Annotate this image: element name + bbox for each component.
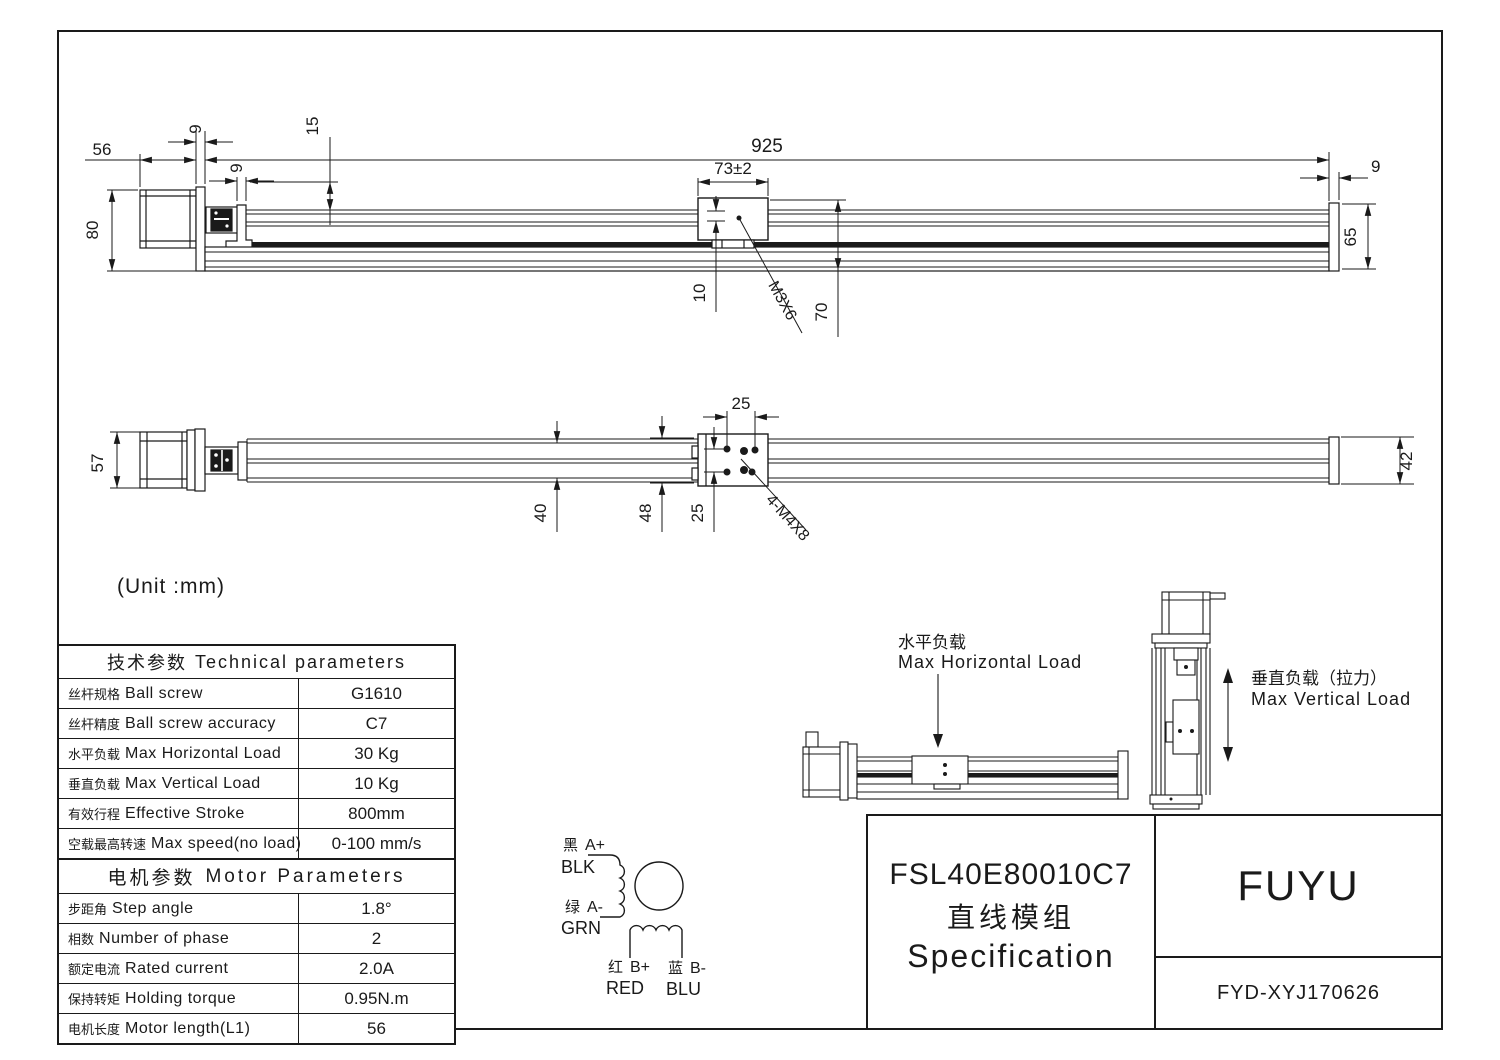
phase-b-coil	[629, 924, 683, 958]
dim-9-plate: 9	[186, 124, 205, 133]
title-block: FSL40E80010C7 直线模组 Specification FUYU FY…	[866, 814, 1443, 1030]
model-number: FSL40E80010C7	[889, 858, 1133, 891]
document-number: FYD-XYJ170626	[1216, 981, 1381, 1004]
end-cap-side	[1328, 202, 1340, 272]
horizontal-load-label-en: Max Horizontal Load	[898, 652, 1082, 672]
dim-42: 42	[1397, 452, 1416, 471]
value-cell: 0-100 mm/s	[331, 833, 422, 853]
value-cell: 2.0A	[359, 958, 394, 978]
wire-a-minus-color: GRN	[561, 918, 601, 938]
dim-57: 57	[88, 454, 107, 473]
brand-name: FUYU	[1156, 816, 1441, 958]
end-cap-plan	[1328, 436, 1340, 485]
wire-a-minus-cn: 绿	[565, 899, 580, 916]
carriage-holes	[723, 445, 759, 476]
wire-b-plus-color: RED	[606, 978, 644, 998]
wiring-diagram: 黑 A+ BLK 绿 A- GRN 红 B+ RED 蓝 B- BLU	[561, 837, 706, 999]
wire-a-plus-cn: 黑	[563, 837, 578, 854]
plan-view	[139, 428, 1340, 492]
document-type: Specification	[907, 938, 1115, 974]
dim-925: 925	[751, 136, 783, 157]
flange-plate-plan	[186, 429, 196, 491]
up-arrow-icon	[1223, 668, 1233, 683]
technical-parameters-header: 技术参数 Technical parameters	[59, 646, 454, 679]
wire-a-minus-terminal: A-	[587, 899, 603, 916]
dim-9-endcap: 9	[1371, 157, 1380, 176]
motor-mount-plate	[195, 186, 206, 272]
down-arrow-icon	[933, 734, 943, 748]
vertical-load-label-cn: 垂直负载（拉力）	[1251, 669, 1387, 688]
carriage-shoe	[711, 239, 755, 249]
motor-parameters-header: 电机参数 Motor Parameters	[59, 859, 454, 894]
dim-25-side: 25	[688, 504, 707, 523]
dim-65: 65	[1341, 228, 1360, 247]
dim-56: 56	[93, 140, 112, 159]
dim-70: 70	[812, 303, 831, 322]
horizontal-load-label-cn: 水平负载	[898, 633, 966, 652]
unit-note: (Unit :mm)	[117, 575, 225, 598]
motor-symbol	[634, 861, 684, 911]
value-cell: 1.8°	[361, 898, 392, 918]
value-cell: 10 Kg	[354, 773, 399, 793]
side-view	[139, 186, 1340, 272]
value-cell: 30 Kg	[354, 743, 399, 763]
value-cell: 56	[367, 1018, 386, 1038]
product-name-cn: 直线模组	[946, 902, 1075, 933]
sheet-border	[57, 30, 1443, 1030]
vertical-load-figure: 垂直负载（拉力） Max Vertical Load	[1149, 591, 1411, 810]
phase-a-coil	[588, 854, 626, 918]
wire-b-minus-terminal: B-	[690, 960, 706, 977]
carriage-side	[697, 197, 769, 241]
horizontal-load-figure: 水平负载 Max Horizontal Load	[802, 633, 1129, 801]
thread-label-m3x6: M3X6	[764, 278, 799, 323]
down-arrow-icon	[1223, 747, 1233, 762]
thread-label-m4x8: 4-M4X8	[762, 491, 812, 544]
wire-b-minus-color: BLU	[666, 979, 701, 999]
wire-b-plus-cn: 红	[608, 959, 623, 976]
vertical-load-label-en: Max Vertical Load	[1251, 689, 1411, 709]
wire-b-minus-cn: 蓝	[668, 960, 683, 977]
wire-b-plus-terminal: B+	[630, 959, 650, 976]
value-cell: 800mm	[348, 803, 405, 823]
mount-plate-plan	[194, 428, 206, 492]
value-cell: 2	[371, 928, 382, 948]
motor-body	[139, 189, 197, 249]
dim-10: 10	[690, 284, 709, 303]
value-cell: G1610	[350, 683, 403, 703]
dim-80: 80	[83, 221, 102, 240]
wire-a-plus-terminal: A+	[585, 837, 605, 854]
side-view-dimensions	[85, 131, 1376, 337]
dim-73: 73±2	[714, 159, 752, 178]
dim-15: 15	[303, 117, 322, 136]
plan-view-dimensions	[110, 411, 1414, 532]
carriage-plan	[697, 433, 769, 487]
value-cell: C7	[365, 713, 388, 733]
title-block-description: FSL40E80010C7 直线模组 Specification	[868, 816, 1156, 1028]
dim-9-block: 9	[227, 163, 246, 172]
dim-48: 48	[636, 504, 655, 523]
dim-40: 40	[531, 504, 550, 523]
wire-a-plus-color: BLK	[561, 857, 595, 877]
dim-25-top: 25	[732, 394, 751, 413]
bearing-block-plan	[237, 441, 248, 481]
rail-strip	[252, 242, 1329, 247]
value-cell: 0.95N.m	[344, 988, 409, 1008]
